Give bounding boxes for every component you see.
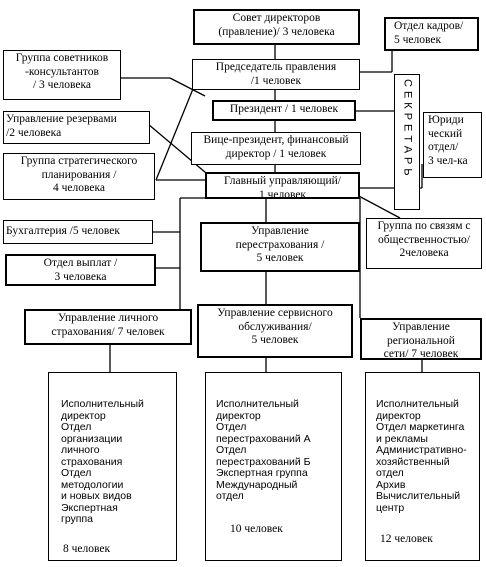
vice-president-box: Вице-президент, финансовый директор / 1 … — [191, 132, 361, 165]
president-box: Президент / 1 человек — [212, 100, 356, 121]
secretariat-label: СЕКРЕТАРЬ — [401, 79, 414, 180]
public-relations-box: Группа по связям с общественностью/ 2чел… — [366, 218, 482, 269]
secretariat-box: СЕКРЕТАРЬ — [394, 74, 420, 210]
department-count: 10 человек — [230, 523, 283, 535]
general-manager-box: Главный управляющий/ 1 человек — [205, 172, 360, 199]
connector-advisors-president-diag — [169, 77, 206, 97]
payments-department-box: Отдел выплат / 3 человека — [5, 254, 156, 286]
chairman-box: Председатель правления /1 человек — [192, 59, 360, 90]
department-items: Исполнительный директор Отдел маркетинга… — [376, 398, 467, 514]
accounting-box: Бухгалтерия /5 человек — [3, 220, 153, 244]
department-count: 12 человек — [380, 533, 433, 545]
connector-reserves-gm — [147, 123, 213, 179]
board-of-directors-box: Совет директоров (правление)/ 3 человека — [193, 9, 360, 45]
department-count: 8 человек — [63, 543, 111, 555]
reserves-management-box: Управление резервами /2 человека — [3, 111, 150, 144]
department-items: Исполнительный директор Отдел перестрахо… — [216, 398, 311, 502]
connector-gm-pr — [354, 193, 401, 219]
service-department-list: Исполнительный директор Отдел перестрахо… — [205, 372, 342, 561]
service-management-box: Управление сервисного обслуживания/ 5 че… — [197, 304, 353, 358]
personal-insurance-box: Управление личного страхования/ 7 челове… — [24, 309, 192, 345]
regional-network-box: Управление региональной сети/ 7 человек — [360, 318, 482, 360]
regional-network-department-list: Исполнительный директор Отдел маркетинга… — [365, 372, 480, 561]
department-items: Исполнительный директор Отдел организаци… — [61, 398, 144, 525]
personal-insurance-department-list: Исполнительный директор Отдел организаци… — [48, 372, 177, 561]
reinsurance-box: Управление перестрахования / 5 человек — [200, 222, 360, 272]
advisors-group-box: Группа советников -консультантов / 3 чел… — [3, 50, 121, 100]
hr-department-box: Отдел кадров/ 5 человек — [384, 17, 479, 51]
legal-department-box: Юриди ческий отдел/ 3 чел-ка — [423, 112, 482, 178]
connector-chairman-diag — [155, 83, 196, 181]
strategic-planning-box: Группа стратегического планирования / 4 … — [3, 153, 155, 200]
